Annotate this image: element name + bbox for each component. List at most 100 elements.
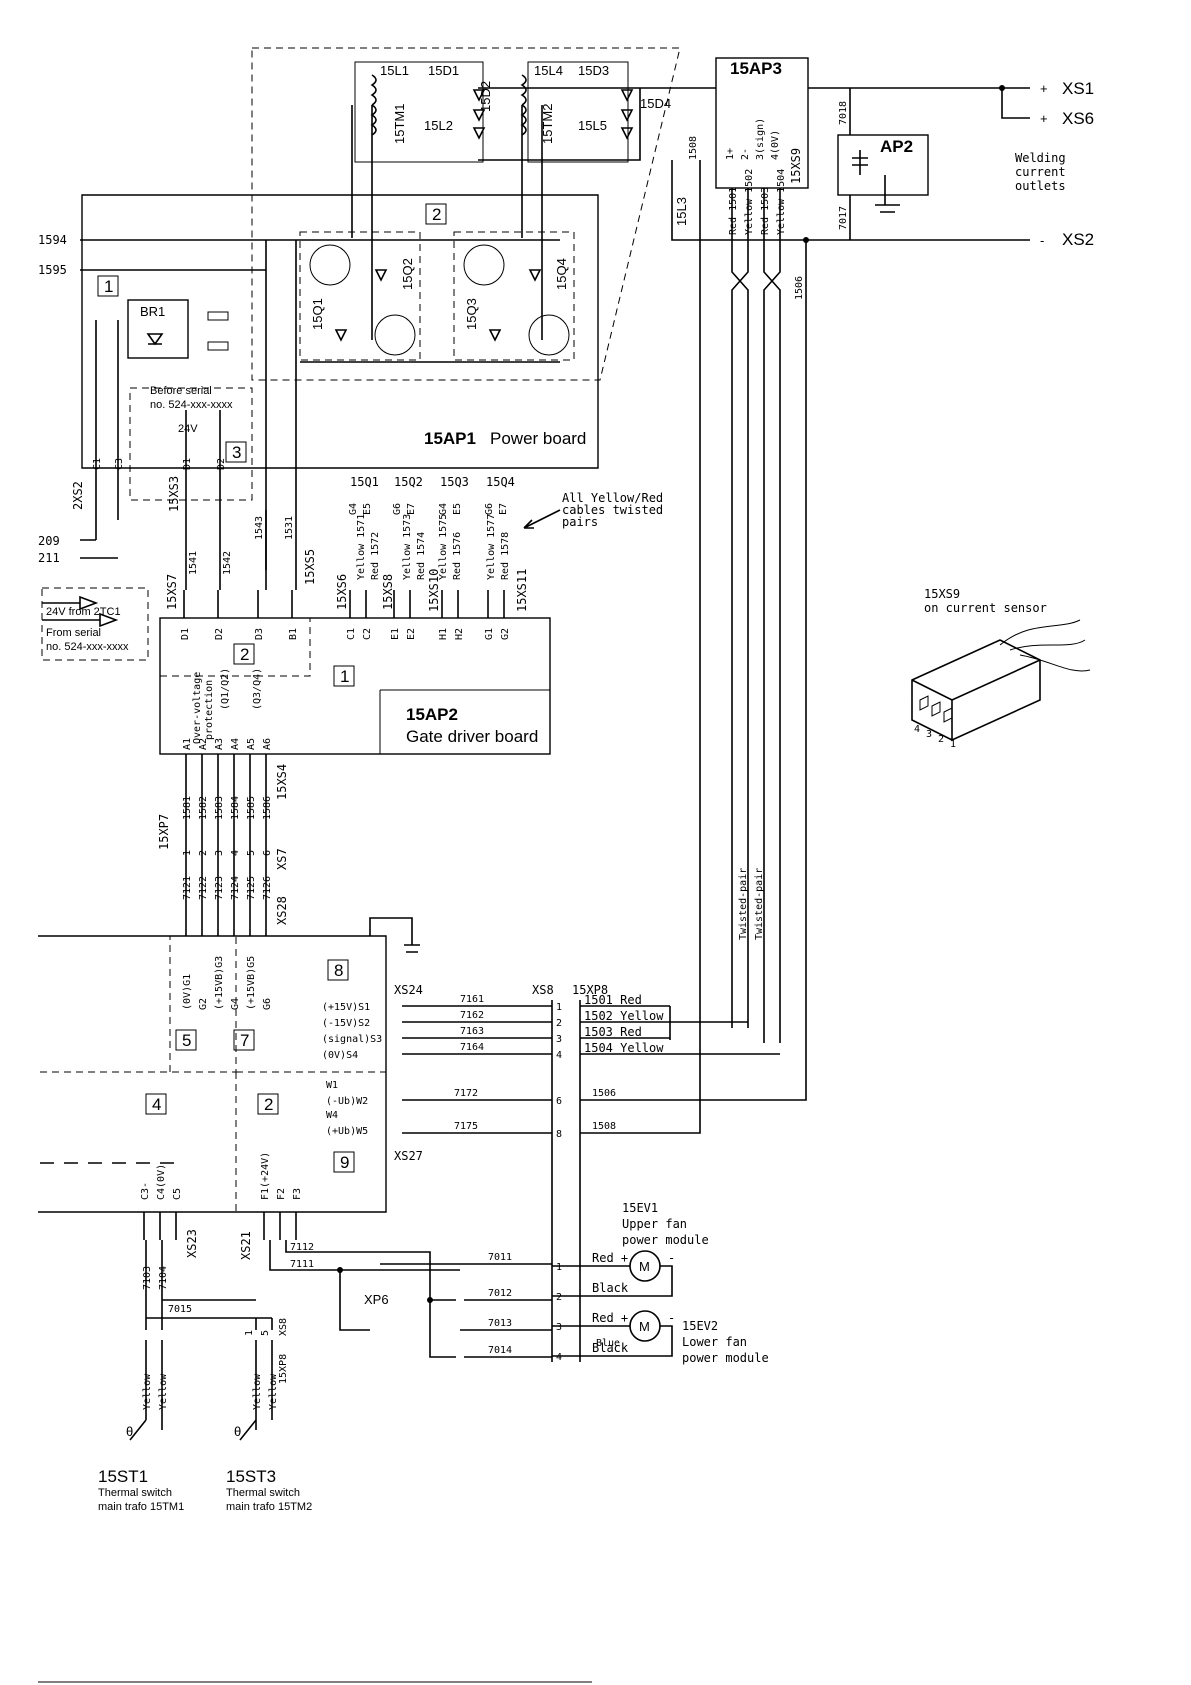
xp7-wire-1584: 1584	[230, 796, 241, 820]
ap2-box	[837, 134, 929, 196]
gate-bottom-pin-a1: A1	[182, 738, 193, 750]
gate-top-pin-d3: D3	[254, 628, 265, 640]
q2-gate-label: 15Q2	[394, 475, 423, 489]
xs24-label: XS24	[394, 983, 423, 997]
ctrl-f-pin-0: F1(+24V)	[260, 1152, 271, 1200]
ev1-id: 15EV1	[622, 1201, 658, 1215]
ctrl-c-pin-0: C3-	[140, 1182, 151, 1200]
xs3-label: 15XS3	[167, 476, 181, 512]
wire-7103: 7103	[142, 1266, 153, 1290]
area-9: 9	[340, 1153, 349, 1172]
s-pins: (+15V)S1(-15V)S2(signal)S3(0V)S4	[322, 1002, 382, 1061]
power-board-id: 15AP1	[424, 429, 476, 448]
q1-transistor-icon	[309, 244, 351, 286]
w7017-label: 7017	[838, 206, 849, 230]
d2-diode-icon	[472, 89, 486, 140]
power-board-name: Power board	[490, 429, 586, 448]
outlets-line-2: current	[1015, 165, 1066, 179]
ev1-red: Red +	[592, 1251, 628, 1265]
q4-w1: Yellow 1577	[486, 514, 497, 580]
area-3-outline	[129, 387, 253, 501]
xp8-pin-8: 8	[556, 1129, 562, 1140]
xs27-label: XS27	[394, 1149, 423, 1163]
gate-top-pin-e2: E2	[406, 628, 417, 640]
sensor-pin-4: 4(0V)	[770, 130, 781, 160]
xs7b-label: XS7	[275, 848, 289, 870]
area-5: 5	[182, 1031, 191, 1050]
sensor-pin-num-1: 1	[950, 739, 956, 750]
xs7-pin-5: 5	[246, 850, 257, 856]
q4-label: 15Q4	[554, 258, 569, 290]
wire-7014: 7014	[488, 1345, 512, 1356]
sensor-link	[669, 1006, 780, 1055]
twisted-note-2: cables twisted	[562, 503, 663, 517]
xs8c-pin-1: 1	[244, 1330, 255, 1336]
xs6-gate-label: 15XS6	[335, 574, 349, 610]
xs7-pin-4: 4	[230, 850, 241, 856]
ground-icon	[369, 917, 420, 953]
xs4-label: 15XS4	[275, 764, 289, 800]
gate-driver-box	[159, 617, 551, 755]
sensor-pin-num-2: 2	[938, 734, 944, 745]
xp8-pin-6: 6	[556, 1096, 562, 1107]
negative-output-wire	[671, 200, 1030, 241]
fan-pin-4: 4	[556, 1352, 562, 1363]
ctrl-g-pin-3: G4	[230, 998, 241, 1010]
l5-label: 15L5	[578, 118, 607, 133]
xp7-wire-1582: 1582	[198, 796, 209, 820]
junction	[999, 85, 1005, 91]
q4-gate-label: 15Q4	[486, 475, 515, 489]
sensor-pin-3: 3(sign)	[755, 118, 766, 160]
wire-1506-xp8: 1506	[592, 1088, 616, 1099]
gate-bottom-pin-a2: A2	[198, 738, 209, 750]
tm2-primary-coil-icon	[520, 74, 527, 136]
twisted-note-1: All Yellow/Red	[562, 491, 663, 505]
gate-area-2: 2	[240, 645, 249, 664]
area-7-box	[233, 1029, 255, 1051]
twisted-pair-1: Twisted-pair	[738, 868, 749, 940]
ctrl-c-pin-2: C5	[172, 1188, 183, 1200]
l1-label: 15L1	[380, 63, 409, 78]
c-pins: C3-C4(0V)C5	[140, 1164, 183, 1240]
wire-211: 211	[38, 551, 60, 565]
q3-label: 15Q3	[464, 298, 479, 330]
area-2-box	[425, 203, 447, 225]
xs28-label: XS28	[275, 896, 289, 925]
prot-label: protection	[204, 680, 215, 740]
ctrl-f-pin-1: F2	[276, 1188, 287, 1200]
ctrl-w-pin-0: W1	[326, 1080, 338, 1091]
d1-label: 15D1	[428, 63, 459, 78]
wire-7172: 7172	[454, 1088, 478, 1099]
twisted-note-3: pairs	[562, 515, 598, 529]
xs2-pin-c1: C1	[92, 458, 103, 470]
ev1-desc-1: Upper fan	[622, 1217, 687, 1231]
xs2-minus: -	[1040, 233, 1044, 248]
q1-p2: E5	[362, 503, 373, 515]
fan-pin-1: 1	[556, 1262, 562, 1273]
ctrl-s-pin-0: (+15V)S1	[322, 1002, 370, 1013]
xp8-label: 15XP8	[572, 983, 608, 997]
q1-label: 15Q1	[310, 298, 325, 330]
area-2: 2	[432, 205, 441, 224]
wire-7126: 7126	[262, 876, 273, 900]
wire-1542: 1542	[222, 551, 233, 575]
xs9-label: 15XS9	[789, 148, 803, 184]
q1-q2-group	[299, 231, 421, 361]
ctrl-w-pin-1: (-Ub)W2	[326, 1096, 368, 1107]
gate-area-2-box	[233, 643, 255, 665]
xs7-label: 15XS7	[165, 574, 179, 610]
area-1-box	[97, 275, 119, 297]
wire-1506-run	[580, 240, 807, 1101]
ev2-black: Black	[592, 1341, 629, 1355]
sensor-pin-num-3: 3	[926, 729, 932, 740]
gate-top-pin-d2: D2	[214, 628, 225, 640]
d4-label: 15D4	[640, 96, 671, 111]
sensor-pin-2: 2-	[740, 148, 751, 160]
ctrl-g-pin-4: (+15VB)G5	[246, 956, 257, 1010]
wire-7121: 7121	[182, 876, 193, 900]
xs1-plus: +	[1040, 81, 1048, 96]
xp8-pin-2: 2	[556, 1018, 562, 1029]
